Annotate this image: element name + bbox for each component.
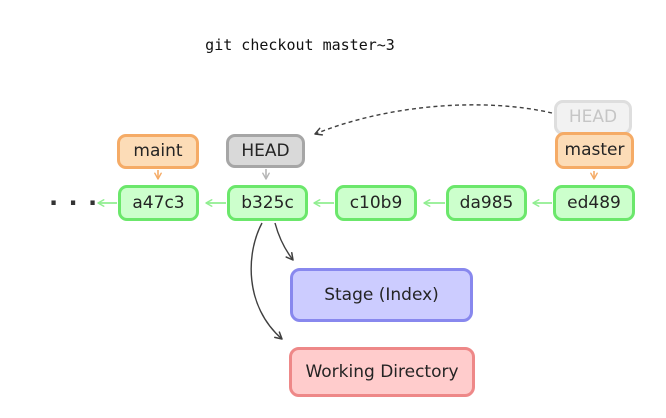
- commit-node-b325c: b325c: [227, 185, 308, 221]
- checkout-to-working-directory-arrow: [250, 222, 283, 340]
- head-label: HEAD: [226, 134, 305, 168]
- head-move-dashed-arrow: [314, 104, 553, 136]
- head-label-faded: HEAD: [554, 100, 632, 135]
- branch-label-master: master: [555, 132, 634, 169]
- commit-node-da985: da985: [446, 185, 527, 221]
- commit-node-a47c3: a47c3: [118, 185, 199, 221]
- working-directory-box: Working Directory: [289, 347, 475, 397]
- commit-node-ed489: ed489: [553, 185, 635, 221]
- branch-label-maint: maint: [117, 134, 199, 169]
- checkout-to-stage-arrow: [274, 222, 294, 261]
- command-title: git checkout master~3: [205, 36, 395, 54]
- history-ellipsis: · · ·: [49, 189, 99, 217]
- commit-node-c10b9: c10b9: [335, 185, 417, 221]
- stage-box: Stage (Index): [290, 268, 473, 322]
